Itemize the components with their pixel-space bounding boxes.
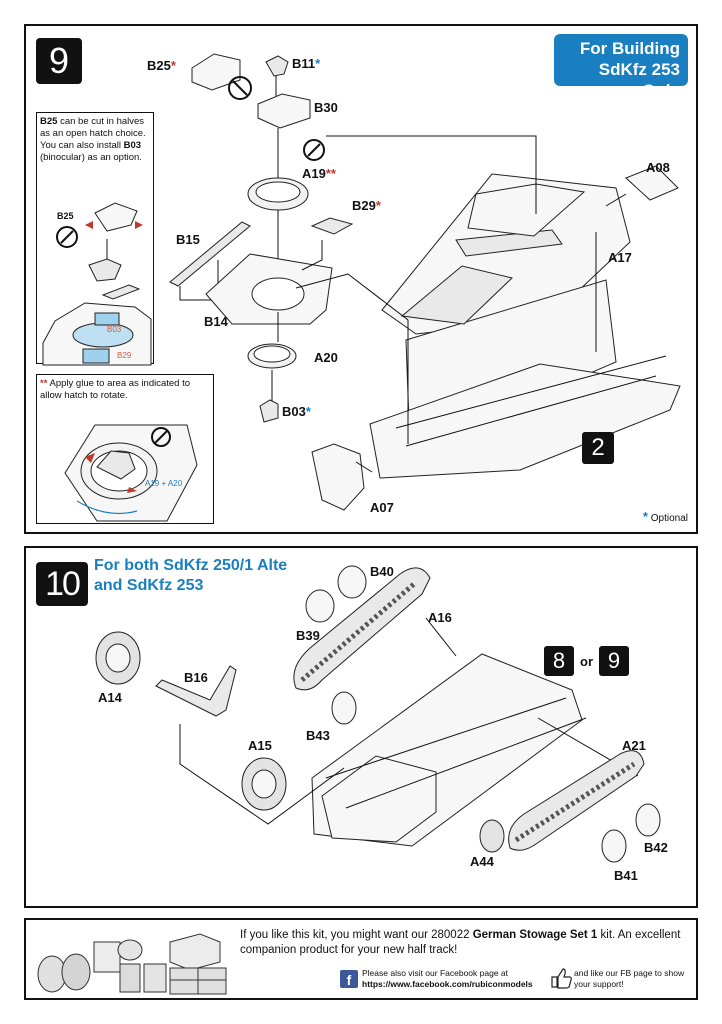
glue-note: ** Apply glue to area as indicated to al…	[40, 378, 191, 401]
like-text: and like our FB page to show your suppor…	[574, 968, 685, 989]
label-a44: A44	[470, 854, 494, 869]
label-b43: B43	[306, 728, 330, 743]
reference-step-9: 9	[599, 646, 629, 676]
step-9-number: 9	[36, 38, 82, 84]
facebook-link[interactable]: https://www.facebook.com/rubiconmodels	[362, 979, 533, 989]
label-a16: A16	[428, 610, 452, 625]
reference-or: or	[580, 653, 593, 669]
step-10-heading: For both SdKfz 250/1 Alte and SdKfz 253	[94, 556, 287, 596]
reference-steps: 8 or 9	[544, 646, 629, 676]
label-a15: A15	[248, 738, 272, 753]
label-a14: A14	[98, 690, 122, 705]
label-b15: B15	[176, 232, 200, 247]
label-b42: B42	[644, 840, 668, 855]
footer-panel: If you like this kit, you might want our…	[24, 918, 698, 1000]
label-b16: B16	[184, 670, 208, 685]
label-b40: B40	[370, 564, 394, 579]
label-b14: B14	[204, 314, 228, 329]
heading-line-2: and SdKfz 253	[94, 577, 204, 594]
facebook-icon: f	[340, 970, 358, 988]
label-b39: B39	[296, 628, 320, 643]
banner-line-2: SdKfz 253 Only	[598, 60, 680, 100]
step-9-drawing	[169, 53, 681, 511]
label-a17: A17	[608, 250, 632, 265]
label-b29: B29*	[352, 198, 381, 213]
reference-step-2: 2	[582, 432, 614, 464]
label-a07: A07	[370, 500, 394, 515]
facebook-text: Please also visit our Facebook page at h…	[362, 968, 533, 989]
label-b25: B25*	[147, 58, 176, 73]
thumbs-up-icon	[551, 968, 572, 989]
label-a08: A08	[646, 160, 670, 175]
banner-line-1: For Building	[579, 39, 680, 58]
step-10-drawing	[95, 565, 661, 863]
inset-label-b29: B29	[117, 351, 132, 360]
label-b41: B41	[614, 868, 638, 883]
step-9-banner: For Building SdKfz 253 Only	[554, 34, 688, 100]
b25-inset-drawing	[42, 202, 152, 366]
inset-label-b03: B03	[107, 325, 122, 334]
label-a19: A19**	[302, 166, 336, 181]
inset-label-b25: B25	[57, 211, 74, 221]
step-10-panel: 10 For both SdKfz 250/1 Alte and SdKfz 2…	[24, 546, 698, 908]
label-b11: B11*	[292, 56, 321, 71]
stowage-set-image	[37, 933, 227, 995]
step-9-panel: 9 For Building SdKfz 253 Only B25 can be…	[24, 24, 698, 534]
heading-line-1: For both SdKfz 250/1 Alte	[94, 557, 288, 574]
glue-note-inset: ** Apply glue to area as indicated to al…	[36, 374, 214, 524]
glue-inset-drawing	[64, 424, 198, 522]
footer-promo-text: If you like this kit, you might want our…	[240, 929, 681, 956]
glue-label: A19 + A20	[145, 479, 183, 488]
optional-legend: * Optional	[642, 509, 688, 524]
label-a21: A21	[622, 738, 646, 753]
label-a20: A20	[314, 350, 338, 365]
reference-step-8: 8	[544, 646, 574, 676]
label-b03: B03*	[282, 404, 311, 419]
b25-note-inset: B25 can be cut in halves as an open hatc…	[36, 112, 154, 366]
step-10-number: 10	[36, 562, 88, 606]
label-b30: B30	[314, 100, 338, 115]
b25-note-text: B25 can be cut in halves as an open hatc…	[40, 116, 146, 163]
